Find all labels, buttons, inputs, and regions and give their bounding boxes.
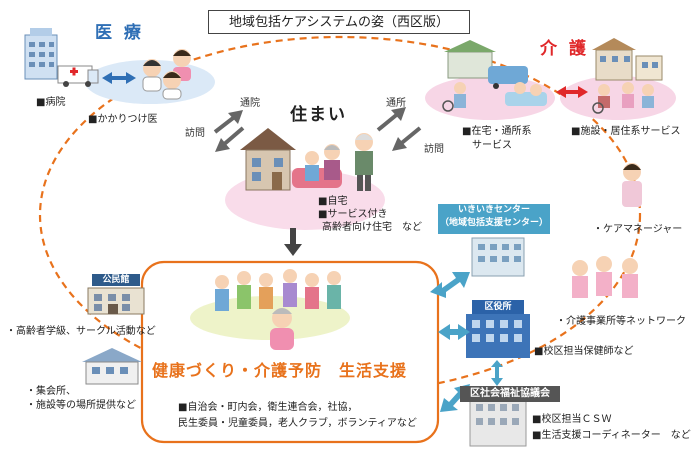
- ikiiki-name-1: いきいきセンター: [457, 205, 530, 215]
- medical-heading: 医 療: [95, 23, 144, 43]
- home-care-people-illustration: [442, 82, 547, 112]
- assembly-label-1: ・集会所、: [26, 386, 76, 397]
- ambulance-icon: [57, 65, 99, 87]
- page-title: 地域包括ケアシステムの姿（西区版）: [208, 10, 470, 34]
- houmon-left-arrowhead: [215, 138, 230, 152]
- tsuin-label: 通院: [240, 98, 260, 109]
- daycare-building-icon: [444, 40, 528, 89]
- houmon-right-arrowhead: [392, 137, 407, 151]
- home-service-label-1: ■在宅・通所系: [462, 126, 532, 137]
- care-staff-illustration: [572, 256, 638, 298]
- hospital-label: ■病院: [36, 97, 66, 108]
- ikiiki-center-sign: いきいきセンター （地域包括支援センター）: [438, 204, 550, 234]
- home-service-label-2: サービス: [472, 140, 512, 151]
- ward-office-sign: 区役所: [472, 300, 524, 314]
- ward-health-arrow: [438, 324, 470, 340]
- tsusho-label: 通所: [386, 98, 406, 109]
- ikiiki-center-building-icon: [471, 237, 525, 277]
- houmon-left-label: 訪問: [185, 128, 205, 139]
- exercising-seniors-illustration: [215, 269, 341, 350]
- facility-building-icon: [592, 38, 663, 81]
- care-manager-label: ・ケアマネージャー: [593, 224, 683, 235]
- care-link-arrow: [556, 86, 588, 98]
- ward-label: ■校区担当保健師など: [534, 346, 634, 357]
- tsusho-arrowhead: [391, 107, 406, 121]
- home-item-serviced-2: 高齢者向け住宅 など: [322, 222, 422, 233]
- family-doctor-label: ■かかりつけ医: [88, 114, 158, 125]
- tsuin-arrowhead: [228, 110, 243, 124]
- social-welfare-building-icon: [469, 397, 527, 447]
- kominkan-building-icon: [87, 287, 145, 315]
- ward-shakyo-arrow: [491, 360, 503, 386]
- care-office-label: ・介護事業所等ネットワーク: [556, 316, 686, 327]
- health-heading: 健康づくり・介護予防 生活支援: [152, 361, 408, 380]
- assembly-hall-icon: [82, 348, 142, 385]
- community-dashed-ring: [38, 35, 642, 395]
- social-welfare-label-1: ■校区担当ＣＳＷ: [532, 414, 612, 425]
- kominkan-sign: 公民館: [92, 274, 140, 286]
- kominkan-label: ・高齢者学級、サークル活動など: [6, 326, 156, 337]
- home-item-serviced-1: ■サービス付き: [318, 209, 388, 220]
- house-illustration: [240, 128, 296, 191]
- facility-service-label: ■施設・居住系サービス: [571, 126, 681, 137]
- hospital-icon: [24, 28, 58, 80]
- assembly-label-2: ・施設等の場所提供など: [26, 400, 136, 411]
- family-illustration: [292, 133, 373, 191]
- medical-link-arrow: [102, 72, 136, 84]
- houmon-left-arrow: [220, 126, 245, 148]
- social-welfare-sign: 区社会福祉協議会: [460, 386, 560, 402]
- health-groups-2: 民生委員・児童委員，老人クラブ，ボランティアなど: [178, 418, 417, 429]
- doctor-illustration: [142, 49, 191, 100]
- home-heading: 住まい: [290, 105, 347, 125]
- health-groups-1: ■自治会・町内会，衛生連合会，社協，: [178, 402, 358, 413]
- home-item-own-home: ■自宅: [318, 196, 348, 207]
- facility-people-illustration: [592, 82, 654, 114]
- social-welfare-label-2: ■生活支援コーディネーター など: [532, 430, 691, 441]
- ikiiki-name-2: （地域包括支援センター）: [439, 218, 548, 228]
- ikiiki-health-arrow: [430, 272, 470, 298]
- home-health-arrow: [284, 228, 302, 256]
- facility-care-bubble: [560, 76, 676, 120]
- ward-office-building-icon: [466, 314, 530, 358]
- care-manager-illustration: [622, 163, 642, 207]
- houmon-right-label: 訪問: [424, 144, 444, 155]
- care-heading: 介 護: [540, 39, 589, 59]
